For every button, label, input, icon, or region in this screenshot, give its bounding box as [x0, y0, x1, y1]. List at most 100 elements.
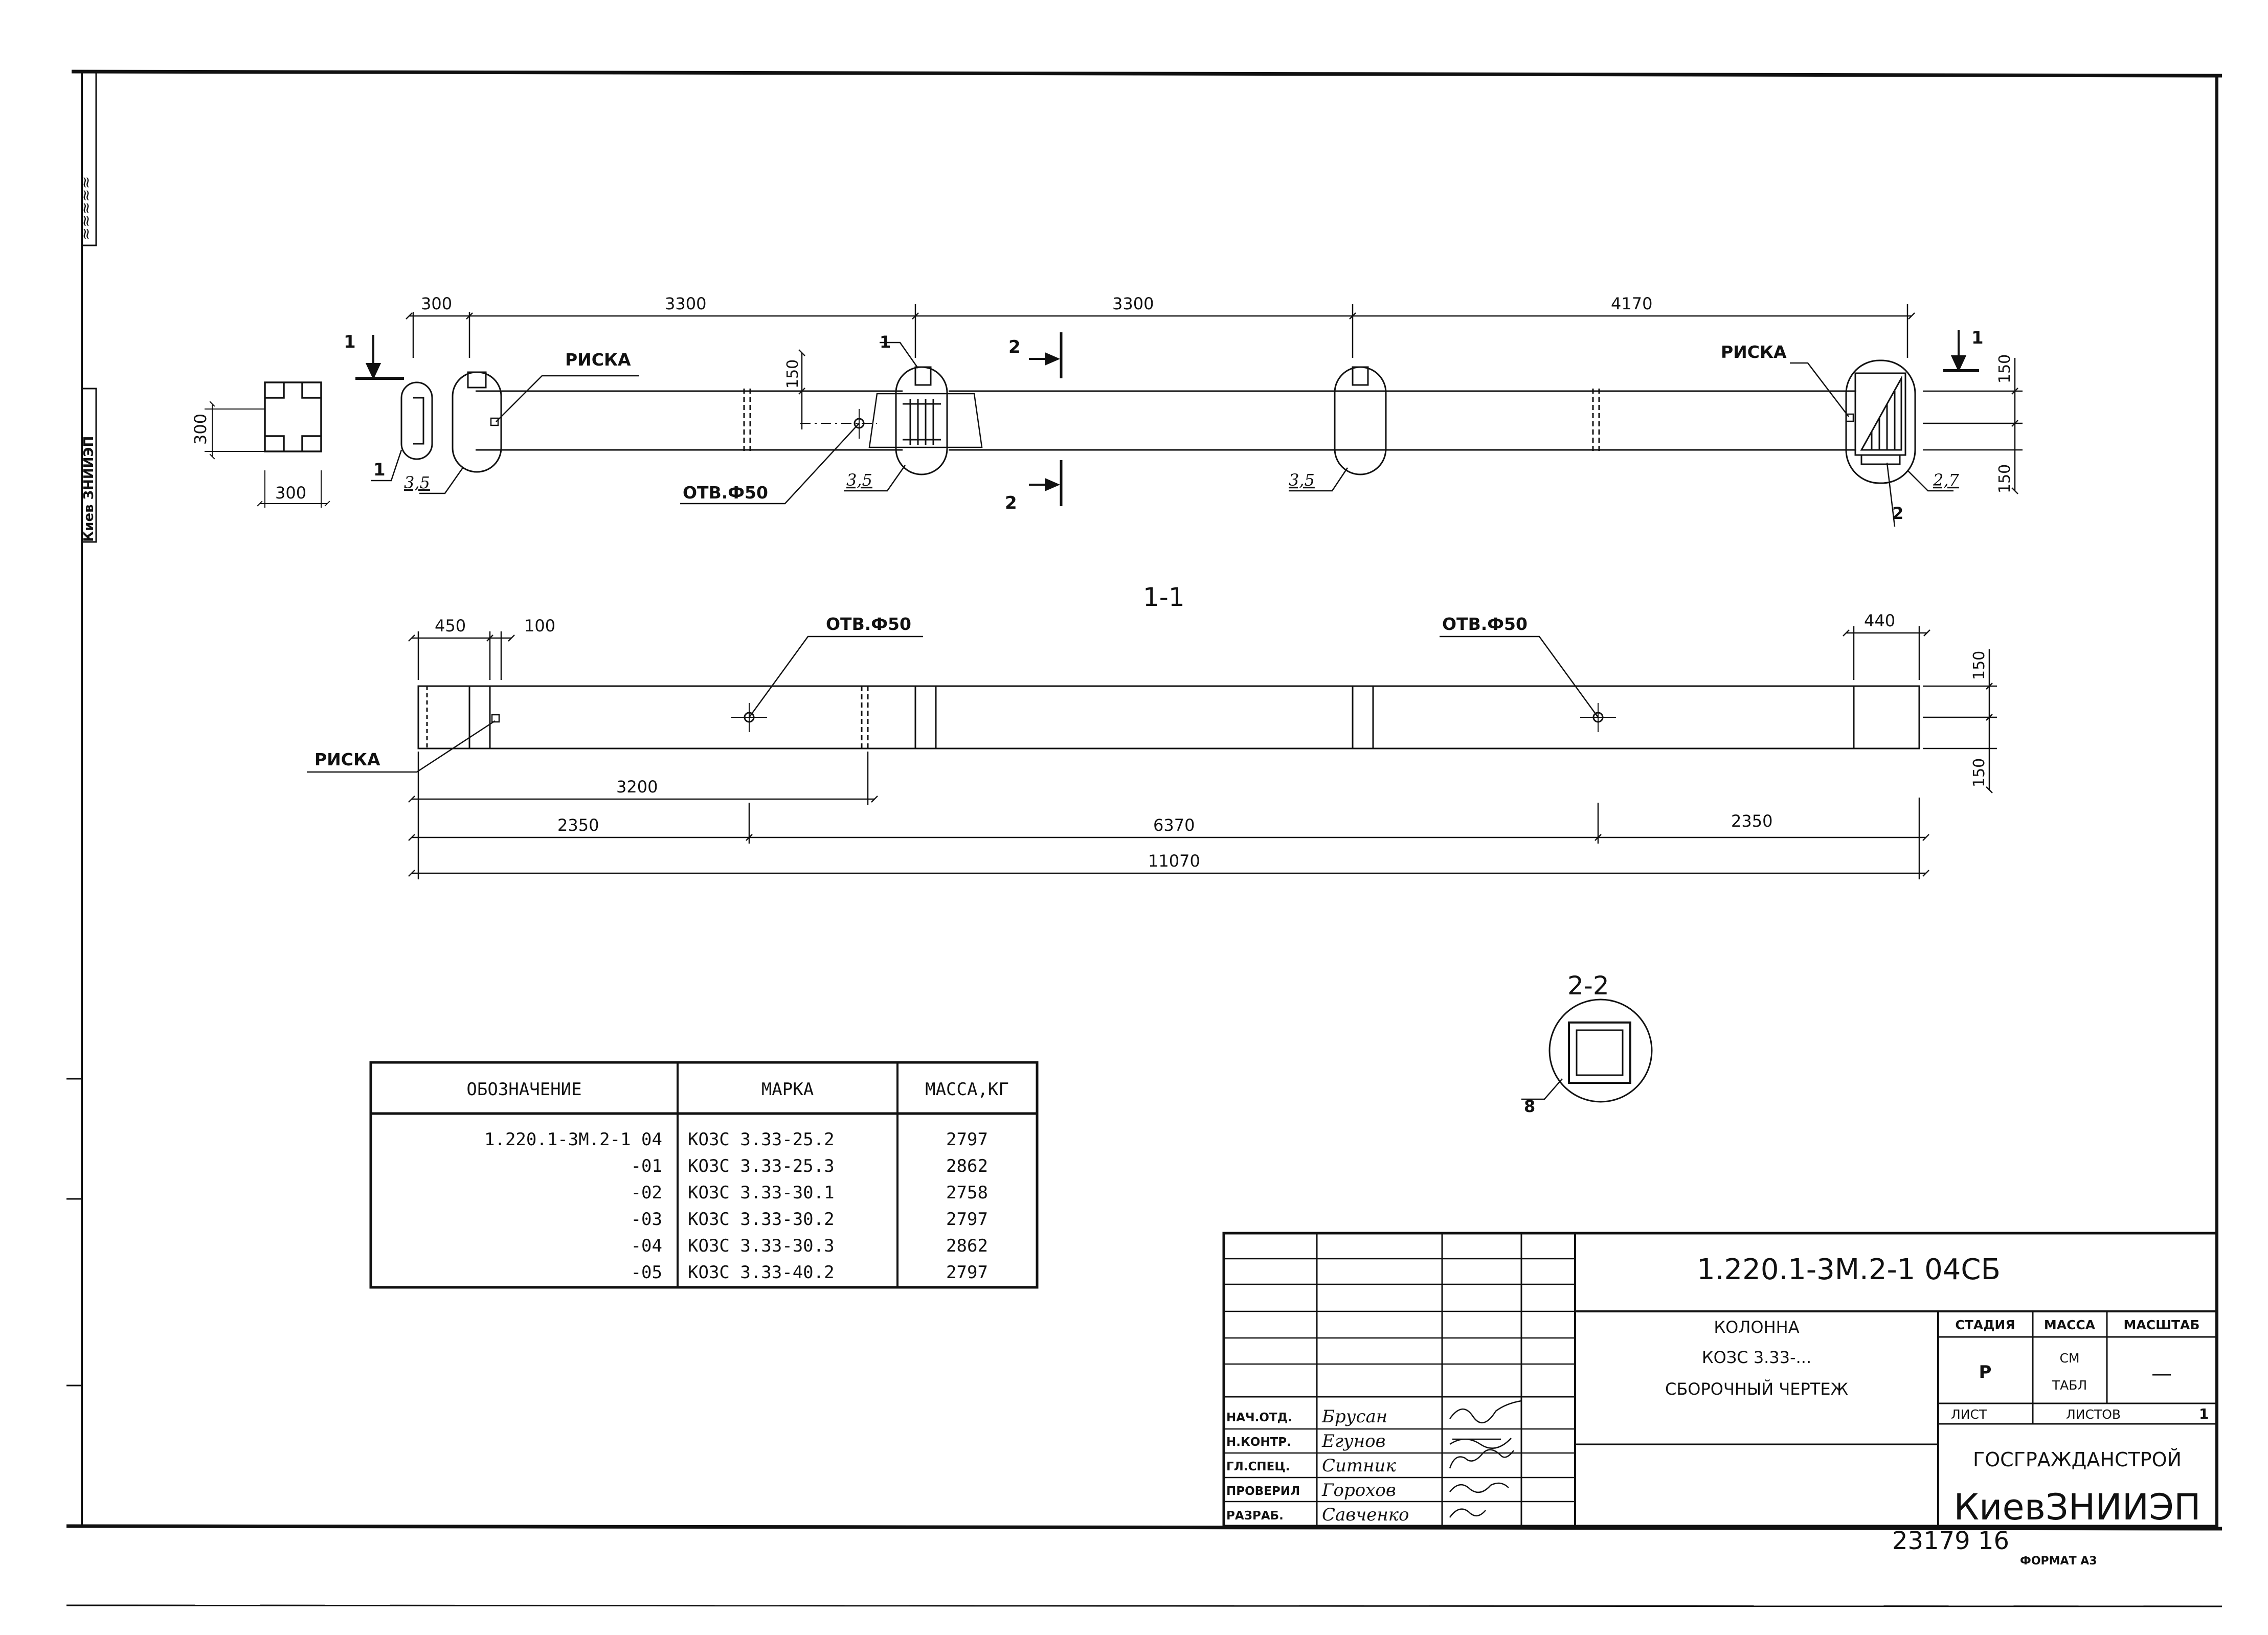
- plan-weld-3-5-b: 3,5: [846, 470, 872, 490]
- spec-row-designation: 1.220.1-3М.2-1 04: [484, 1129, 662, 1150]
- column-body-plan: [400, 359, 1916, 484]
- spec-row-mark: КОЗС 3.33-25.2: [688, 1129, 835, 1150]
- title-mass-header: МАССА: [2044, 1318, 2096, 1332]
- plan-dim-150: 150: [784, 359, 802, 389]
- plan-leaders: [371, 342, 1953, 527]
- section-riska: РИСКА: [315, 750, 380, 769]
- spec-header-mass: МАССА,КГ: [925, 1079, 1009, 1100]
- spec-row-designation: -01: [631, 1156, 662, 1176]
- title-code: 1.220.1-3М.2-1 04СБ: [1697, 1253, 2001, 1286]
- section-dim-total: 11070: [1148, 851, 1200, 871]
- plan-dim-3300-a: 3300: [665, 294, 706, 313]
- section-2-2-title: 2-2: [1567, 971, 1609, 1001]
- signature-name: Ситник: [1322, 1456, 1396, 1476]
- plan-weld-2-7: 2,7: [1933, 470, 1960, 490]
- title-org-line2: КиевЗНИИЭП: [1953, 1486, 2200, 1528]
- sheet-frame: [66, 70, 2222, 1607]
- spec-row-mass: 2797: [946, 1129, 988, 1150]
- title-stage-header: СТАДИЯ: [1955, 1318, 2015, 1332]
- section-hole-left: ОТВ.Ф50: [826, 614, 911, 634]
- spec-row-designation: -04: [631, 1236, 662, 1256]
- title-mass-value-2: ТАБЛ: [2052, 1378, 2087, 1393]
- spec-row-mass: 2862: [946, 1236, 988, 1256]
- title-mass-value-1: СМ: [2059, 1351, 2079, 1366]
- spec-row-designation: -02: [631, 1183, 662, 1203]
- sheet-format: ФОРМАТ А3: [2020, 1555, 2097, 1568]
- section-dims-right: [1923, 649, 1997, 793]
- section-1-1: 1-1: [307, 582, 1997, 879]
- cross-section-square: [205, 381, 330, 508]
- section-dim-right-150-top: 150: [1970, 651, 1988, 680]
- title-name-line3: СБОРОЧНЫЙ ЧЕРТЕЖ: [1665, 1379, 1848, 1399]
- plan-section-1-bottom-label: 1: [373, 460, 386, 480]
- title-scale-value: —: [2151, 1362, 2172, 1386]
- section-arrows: [355, 330, 1979, 506]
- section-dim-6370: 6370: [1153, 815, 1195, 835]
- signature-role: Н.КОНТР.: [1226, 1436, 1291, 1449]
- plan-dim-3300-b: 3300: [1112, 294, 1154, 313]
- spec-row-designation: -03: [631, 1209, 662, 1230]
- spec-row-mass: 2797: [946, 1209, 988, 1230]
- title-name-line2: КОЗС 3.33-...: [1702, 1348, 1811, 1367]
- section-1-top-label: 1: [344, 332, 356, 352]
- signature-role: ПРОВЕРИЛ: [1226, 1485, 1300, 1498]
- signature-role: РАЗРАБ.: [1226, 1509, 1284, 1523]
- plan-riska-left: РИСКА: [565, 350, 631, 370]
- plan-dim-chain: [406, 304, 1915, 358]
- title-sheets-value: 1: [2199, 1405, 2209, 1422]
- section-2-bottom-label: 2: [1005, 493, 1017, 513]
- section-2-2-detail: 8: [1524, 1097, 1535, 1116]
- spec-table: ОБОЗНАЧЕНИЕ МАРКА МАССА,КГ 1.220.1-3М.2-…: [369, 1061, 1039, 1289]
- spec-row-designation: -05: [631, 1262, 662, 1283]
- spec-row-mass: 2797: [946, 1262, 988, 1283]
- section-1-right-label: 1: [1971, 328, 1984, 348]
- plan-view: 300 300: [191, 294, 2023, 527]
- handwritten-signatures: [1449, 1400, 1522, 1518]
- plan-dims-right: [1923, 358, 2023, 494]
- section-leaders: [307, 635, 1599, 773]
- signature-name: Савченко: [1322, 1505, 1409, 1525]
- section-dims-bottom: [408, 752, 1929, 879]
- signature-role: ГЛ.СПЕЦ.: [1226, 1460, 1290, 1473]
- signature-name: Брусан: [1321, 1406, 1387, 1427]
- side-stamp-signature: ≈≈≈≈≈: [77, 176, 95, 240]
- spec-row-mark: КОЗС 3.33-25.3: [688, 1156, 835, 1176]
- plan-dim-300: 300: [421, 294, 452, 313]
- section-dim-100: 100: [524, 616, 555, 635]
- title-sheets-label: ЛИСТОВ: [2066, 1407, 2121, 1422]
- title-org-line1: ГОСГРАЖДАНСТРОЙ: [1973, 1448, 2182, 1471]
- section-dim-2350-left: 2350: [557, 815, 599, 835]
- spec-row-mark: КОЗС 3.33-30.1: [688, 1183, 835, 1203]
- spec-header-mark: МАРКА: [761, 1079, 814, 1100]
- section-1-1-title: 1-1: [1143, 582, 1185, 612]
- plan-hole-label: ОТВ.Ф50: [683, 483, 768, 503]
- title-block: 1.220.1-3М.2-1 04СБ КОЛОННА КОЗС 3.33-..…: [1222, 1232, 2218, 1528]
- section-2-top-label: 2: [1008, 337, 1021, 357]
- plan-dim-4170: 4170: [1611, 294, 1652, 313]
- plan-weld-3-5-c: 3,5: [1289, 470, 1315, 490]
- section-dim-440: 440: [1864, 611, 1895, 630]
- section-dim-right-150-bottom: 150: [1970, 758, 1988, 787]
- section-size-horizontal: 300: [275, 483, 306, 503]
- plan-weld-3-5-a: 3,5: [404, 473, 430, 492]
- spec-row-mark: КОЗС 3.33-40.2: [688, 1262, 835, 1283]
- section-2-2: 2-2 8: [1521, 971, 1653, 1116]
- sheet-number: 23179 16: [1892, 1527, 2009, 1555]
- spec-header-designation: ОБОЗНАЧЕНИЕ: [466, 1079, 581, 1100]
- section-dim-450: 450: [435, 616, 466, 635]
- title-stage-value: Р: [1979, 1362, 1992, 1382]
- signature-role: НАЧ.ОТД.: [1226, 1411, 1292, 1424]
- signature-name: Горохов: [1321, 1480, 1396, 1501]
- section-size-vertical: 300: [191, 414, 210, 445]
- section-hole-right: ОТВ.Ф50: [1442, 614, 1528, 634]
- spec-row-mass: 2758: [946, 1183, 988, 1203]
- section-dim-2350-right: 2350: [1731, 811, 1772, 831]
- plan-detail-1: 1: [880, 332, 891, 352]
- spec-row-mark: КОЗС 3.33-30.3: [688, 1236, 835, 1256]
- section-dims-top: [408, 626, 1930, 680]
- plan-dim-right-150-top: 150: [1996, 354, 2014, 383]
- title-name-line1: КОЛОННА: [1714, 1318, 1799, 1337]
- plan-dim-right-150-bottom: 150: [1996, 464, 2014, 493]
- plan-detail-2: 2: [1892, 504, 1903, 523]
